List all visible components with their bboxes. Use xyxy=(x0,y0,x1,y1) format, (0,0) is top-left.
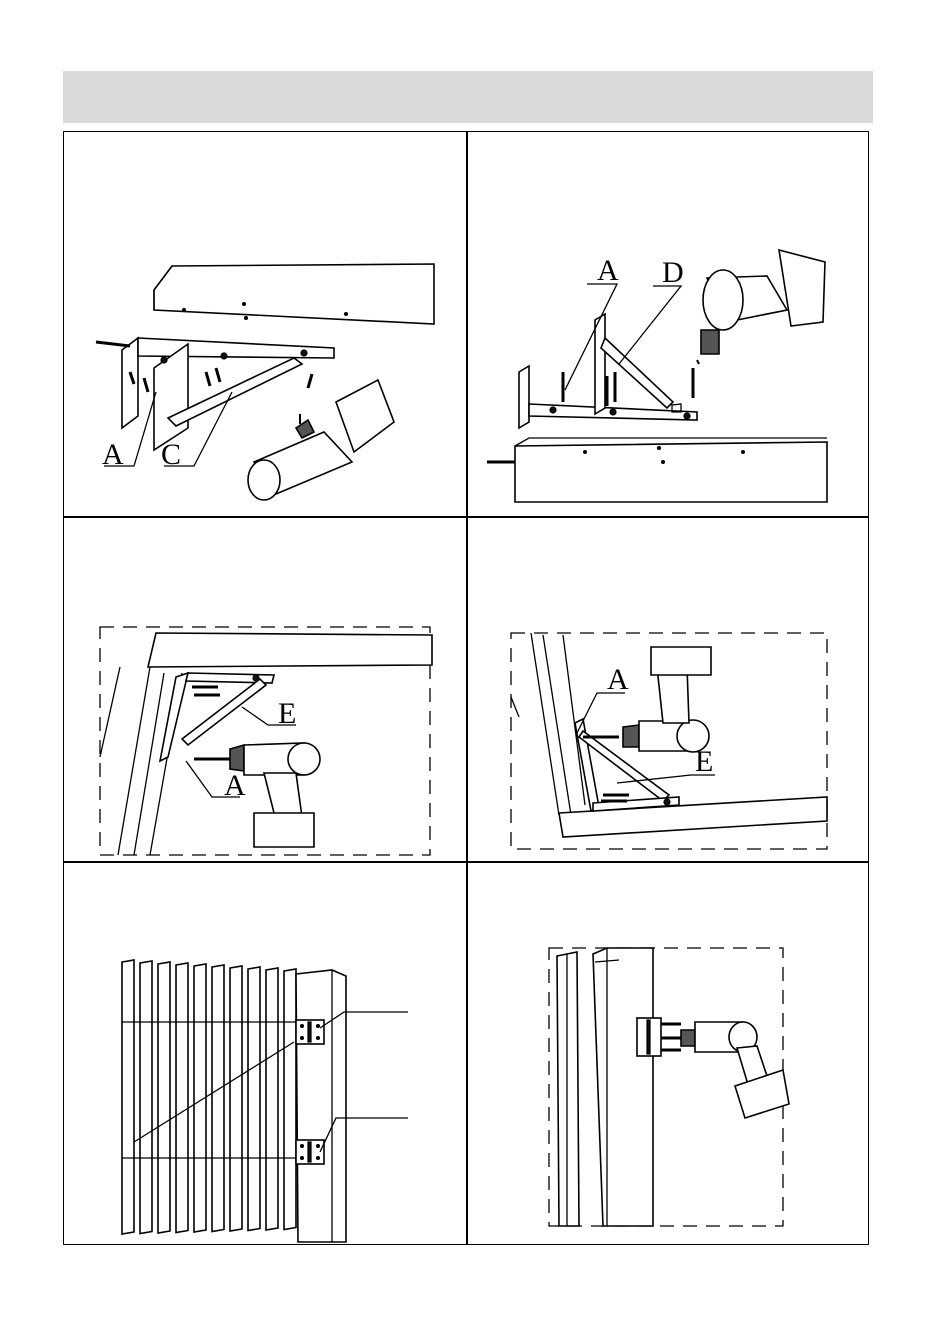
post xyxy=(511,633,585,815)
gate-slats xyxy=(122,960,296,1234)
gate-slat xyxy=(230,966,242,1231)
bracket-d xyxy=(519,314,697,428)
step-3-panel: E A xyxy=(64,517,466,861)
step-4-panel: A E xyxy=(467,517,870,861)
gate-slat xyxy=(176,963,188,1233)
step-2-panel: A D xyxy=(467,132,870,516)
screws xyxy=(661,1024,681,1050)
gate-slat xyxy=(122,960,134,1234)
gate-post xyxy=(593,948,653,1226)
step-1-panel: A C xyxy=(64,132,466,516)
rail xyxy=(515,438,827,502)
header-bar xyxy=(63,71,873,123)
label-a: A xyxy=(607,663,629,696)
hinge xyxy=(637,1018,661,1056)
drill-icon xyxy=(697,250,825,364)
gate-slat xyxy=(557,952,579,1226)
gate-slat xyxy=(140,961,152,1234)
step-5-panel xyxy=(64,862,466,1246)
step-6-illustration xyxy=(467,862,870,1246)
gate-slat xyxy=(158,962,170,1233)
instruction-grid: A C xyxy=(63,131,869,1245)
hinge-lower xyxy=(296,1140,324,1164)
hinge-upper xyxy=(296,1020,324,1044)
gate-slat xyxy=(284,969,296,1230)
label-d: D xyxy=(662,256,684,289)
label-a: A xyxy=(102,438,124,471)
gate-slat xyxy=(266,968,278,1230)
step-2-illustration: A D xyxy=(467,132,870,516)
rail xyxy=(154,264,434,324)
drill-icon xyxy=(681,1022,789,1118)
label-a: A xyxy=(224,769,246,802)
drill-icon xyxy=(248,380,394,500)
post xyxy=(100,667,182,855)
step-4-illustration: A E xyxy=(467,517,870,861)
label-c: C xyxy=(161,438,181,471)
label-d-leader xyxy=(619,286,681,364)
gate-slat xyxy=(248,967,260,1231)
drill-icon xyxy=(623,647,711,752)
step-1-illustration: A C xyxy=(64,132,466,516)
step-6-panel xyxy=(467,862,870,1246)
rail xyxy=(148,633,432,667)
gate-post xyxy=(296,970,346,1242)
label-e: E xyxy=(278,697,296,730)
label-a: A xyxy=(597,254,619,287)
label-a-leader xyxy=(565,284,617,390)
label-e: E xyxy=(695,745,713,778)
step-5-illustration xyxy=(64,862,466,1246)
step-3-illustration: E A xyxy=(64,517,466,861)
gate-slat xyxy=(212,965,224,1232)
